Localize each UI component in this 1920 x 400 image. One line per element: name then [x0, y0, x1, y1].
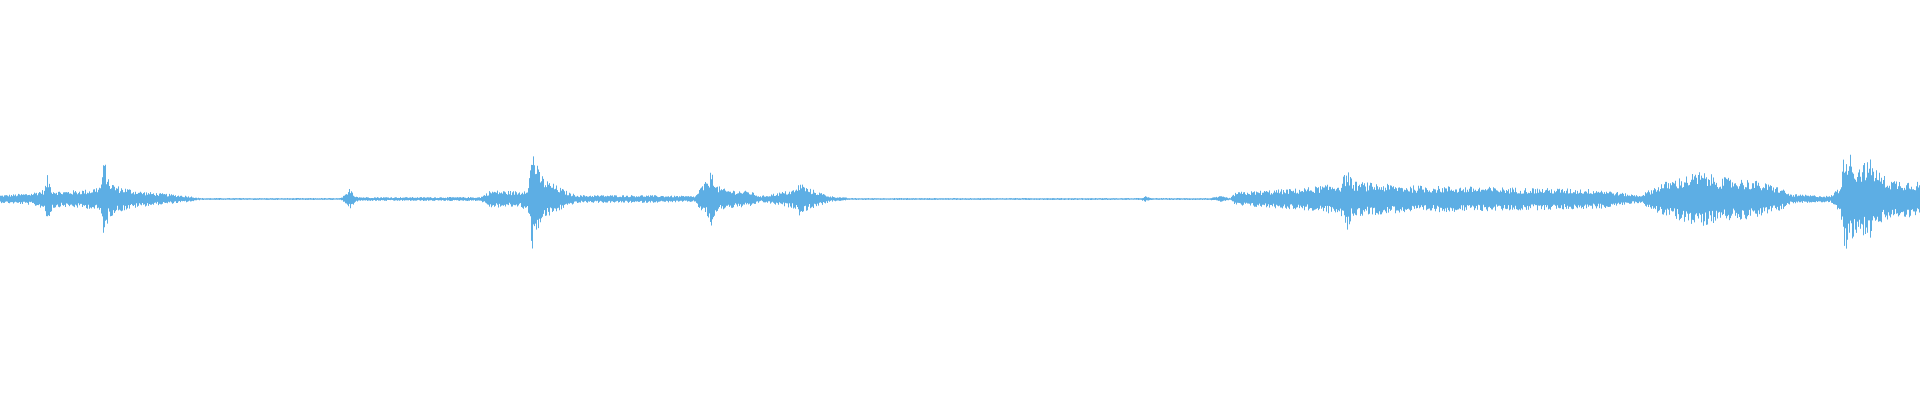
waveform-path — [0, 154, 1920, 249]
